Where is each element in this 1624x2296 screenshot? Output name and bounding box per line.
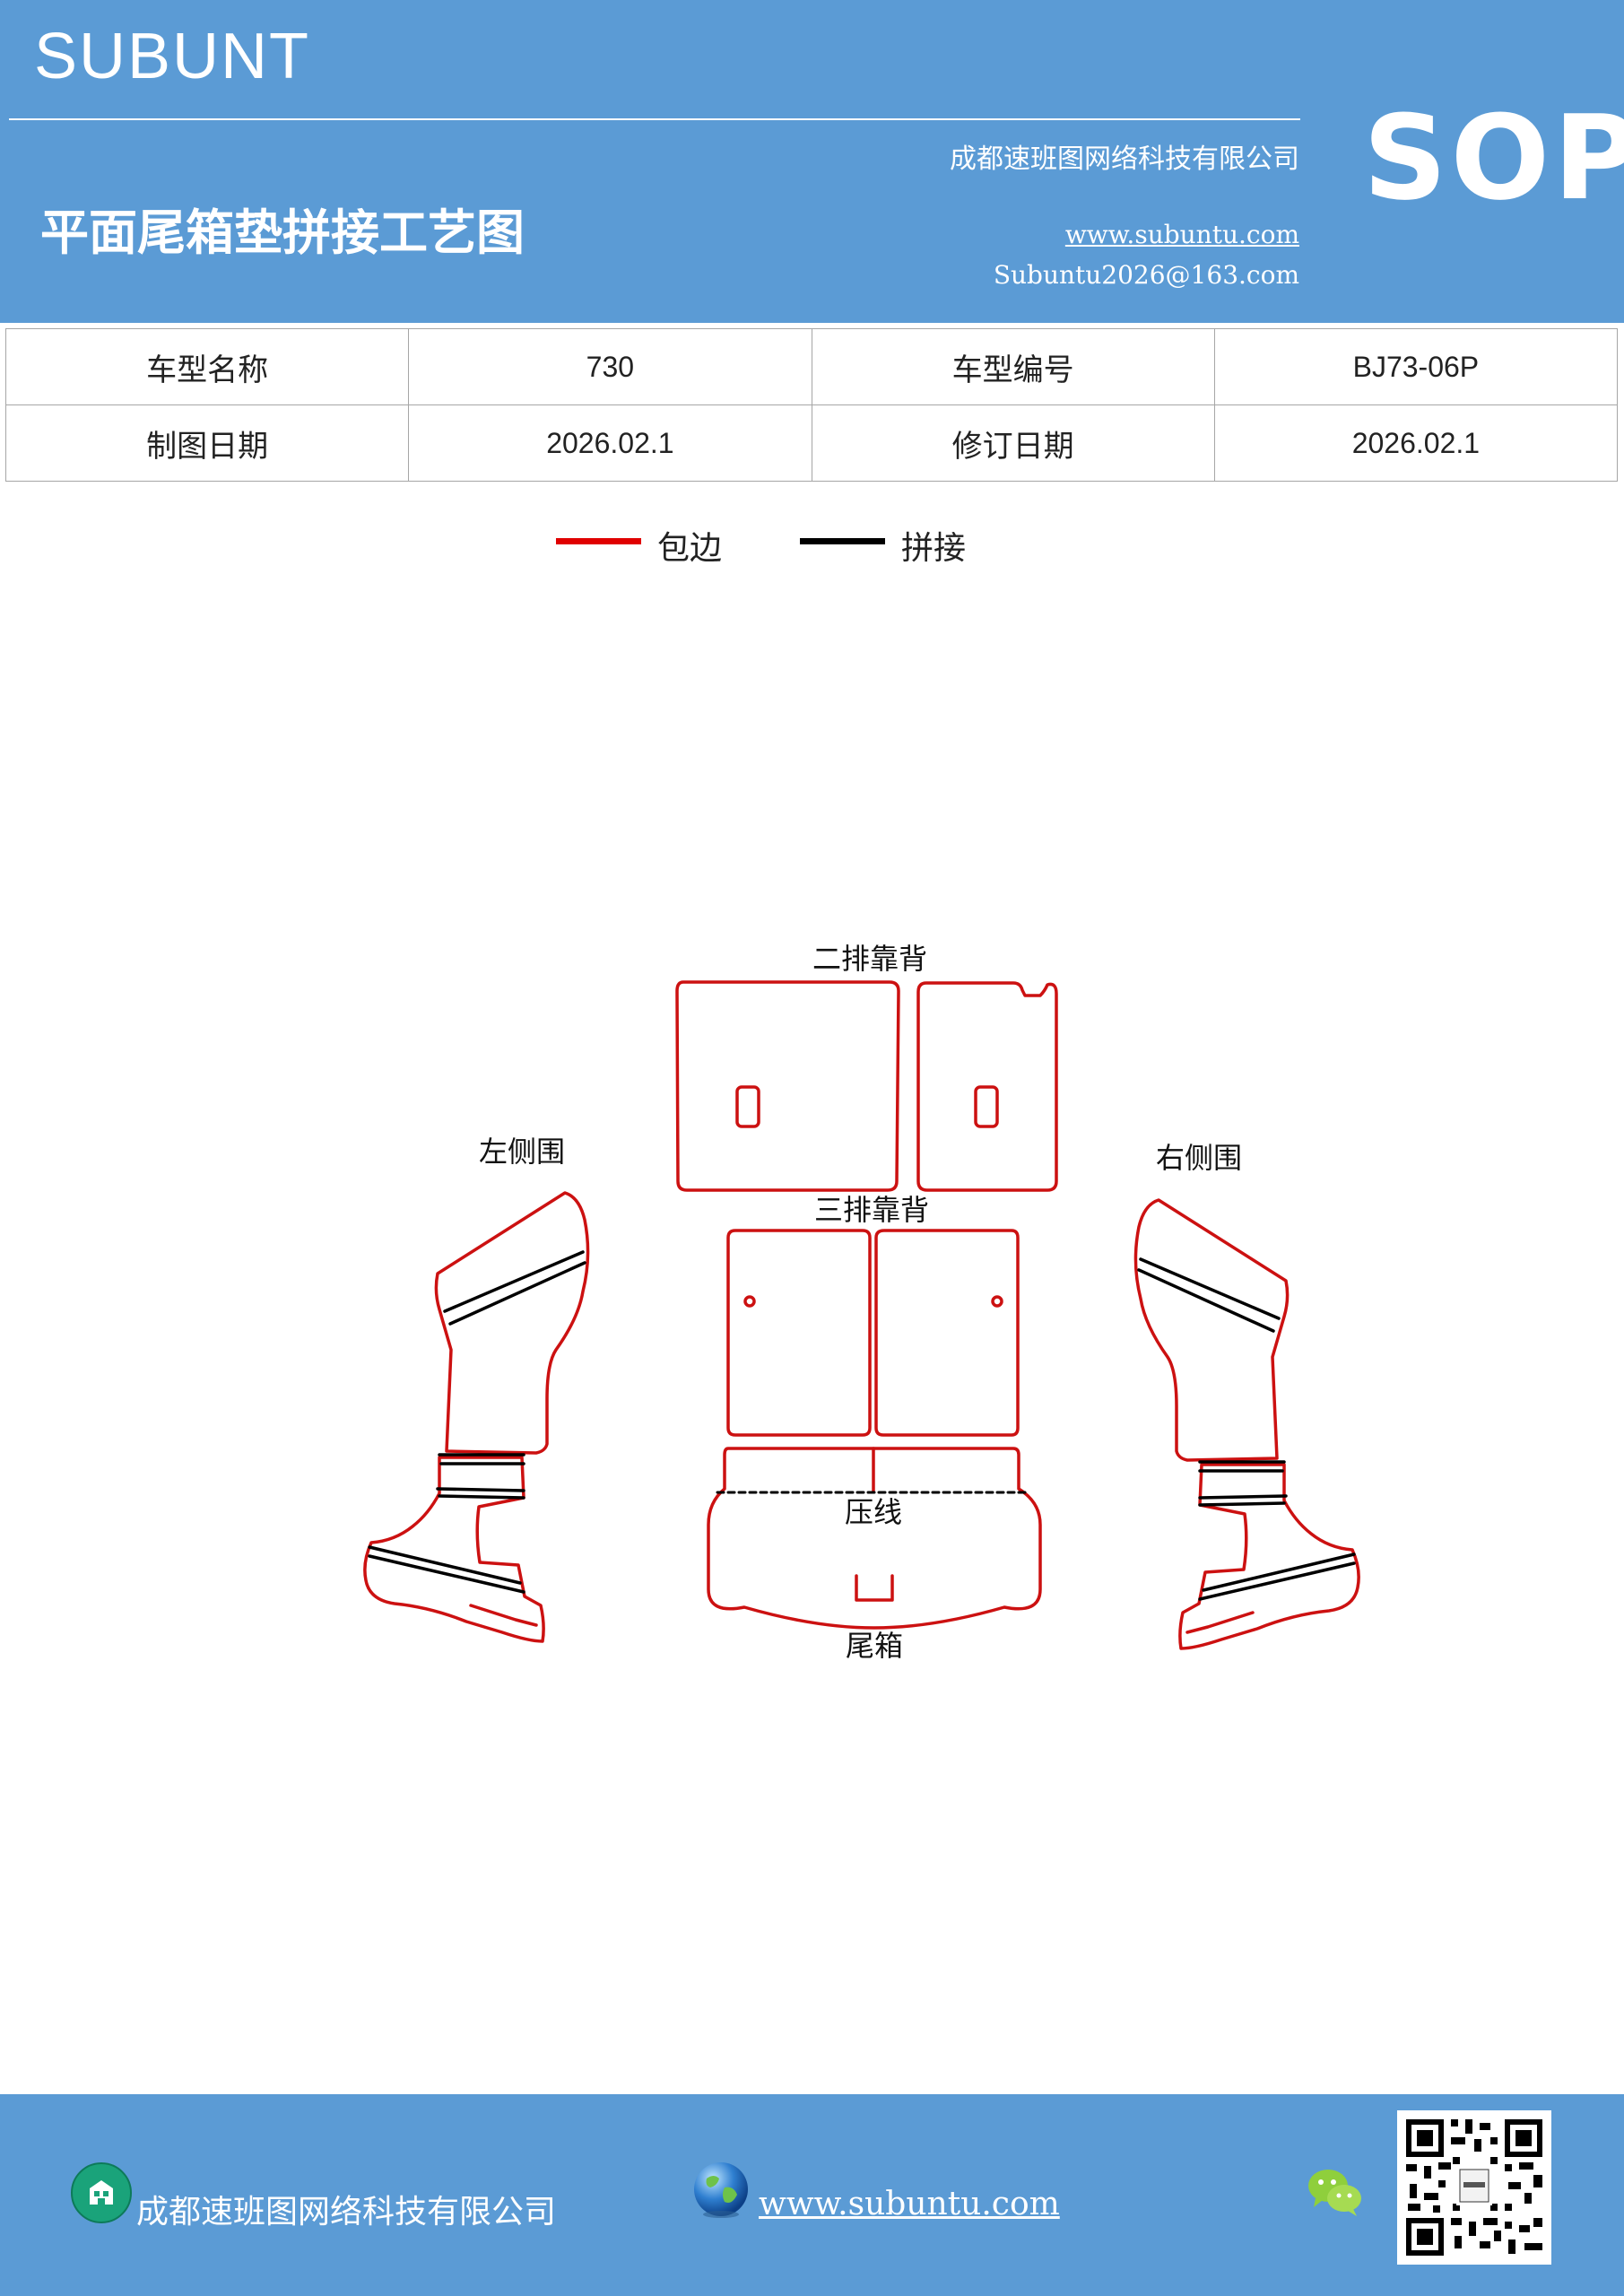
second-row-left-panel: [675, 980, 900, 1192]
third-row-left-hole: [743, 1295, 756, 1308]
label-third-row-back: 三排靠背: [814, 1193, 929, 1227]
company-name: 成都速班图网络科技有限公司: [950, 144, 1299, 175]
globe-icon: [694, 2162, 748, 2218]
legend-seam-swatch: [800, 538, 885, 544]
legend: 包边 拼接: [0, 520, 1624, 574]
footer-website-link[interactable]: www.subuntu.com: [759, 2186, 1060, 2222]
right-side-inner-stripe: [1185, 1611, 1255, 1634]
model-code-value: BJ73-06P: [1213, 328, 1619, 405]
label-right-side: 右侧围: [1156, 1141, 1242, 1175]
table-row: 制图日期 2026.02.1 修订日期 2026.02.1: [4, 404, 1619, 482]
left-side-seam-low-a: [436, 1487, 525, 1492]
brand-name: SUBUNT: [34, 21, 311, 92]
left-side-seam-upper-b: [448, 1261, 586, 1326]
third-row-left-panel: [726, 1229, 872, 1437]
right-side-seam-upper-b: [1137, 1268, 1275, 1333]
third-row-right-hole: [991, 1295, 1003, 1308]
label-trunk: 尾箱: [846, 1629, 903, 1663]
second-row-left-slot: [735, 1085, 760, 1128]
sop-badge: SOP: [1363, 90, 1624, 226]
label-left-side: 左侧围: [479, 1135, 565, 1169]
table-row: 车型名称 730 车型编号 BJ73-06P: [4, 328, 1619, 405]
revision-date-value: 2026.02.1: [1213, 404, 1619, 482]
trunk-floor-panel: [707, 1447, 1042, 1630]
label-second-row-back: 二排靠背: [812, 942, 927, 976]
legend-seam-label: 拼接: [901, 530, 967, 567]
revision-date-label: 修订日期: [811, 404, 1215, 482]
draw-date-label: 制图日期: [4, 404, 410, 482]
document-title: 平面尾箱垫拼接工艺图: [40, 204, 525, 261]
right-side-lower-panel: [1178, 1463, 1360, 1650]
right-side-seam-low-a: [1198, 1494, 1288, 1500]
left-side-lower-panel: [363, 1456, 545, 1643]
left-side-seam-low-b: [438, 1494, 525, 1500]
right-side-seam-upper-a: [1139, 1257, 1281, 1320]
qr-code-icon[interactable]: [1397, 2110, 1551, 2265]
model-name-value: 730: [408, 328, 812, 405]
left-side-inner-stripe: [469, 1604, 538, 1627]
left-side-seam-upper-a: [443, 1250, 585, 1313]
model-code-label: 车型编号: [811, 328, 1215, 405]
model-name-label: 车型名称: [4, 328, 410, 405]
legend-edge-label: 包边: [657, 530, 723, 567]
contact-email: Subuntu2026@163.com: [993, 260, 1299, 290]
header-divider: [9, 118, 1300, 120]
second-row-right-slot: [974, 1085, 999, 1128]
left-side-seam-bottom-b: [368, 1554, 525, 1594]
website-link[interactable]: www.subuntu.com: [1064, 220, 1299, 249]
left-side-seam-bottom-a: [368, 1545, 522, 1585]
vehicle-info-table: 车型名称 730 车型编号 BJ73-06P 制图日期 2026.02.1 修订…: [4, 328, 1619, 482]
header-banner: SUBUNT 成都速班图网络科技有限公司 平面尾箱垫拼接工艺图 www.subu…: [0, 0, 1624, 323]
right-side-seam-bottom-a: [1202, 1552, 1356, 1592]
left-side-upper-panel: [434, 1191, 590, 1455]
right-side-upper-panel: [1133, 1198, 1290, 1462]
third-row-right-panel: [874, 1229, 1020, 1437]
right-side-seam-low-b: [1198, 1501, 1286, 1507]
trunk-floor-notch: [855, 1574, 894, 1602]
building-icon: [71, 2162, 132, 2223]
footer-company-name: 成都速班图网络科技有限公司: [136, 2194, 557, 2231]
wechat-icon[interactable]: [1305, 2166, 1364, 2218]
second-row-right-panel: [916, 981, 1058, 1192]
label-press-line: 压线: [845, 1495, 902, 1529]
draw-date-value: 2026.02.1: [408, 404, 812, 482]
right-side-seam-bottom-b: [1198, 1561, 1356, 1601]
footer-banner: 成都速班图网络科技有限公司 www.subuntu.com: [0, 2094, 1624, 2296]
legend-edge-swatch: [556, 538, 641, 544]
